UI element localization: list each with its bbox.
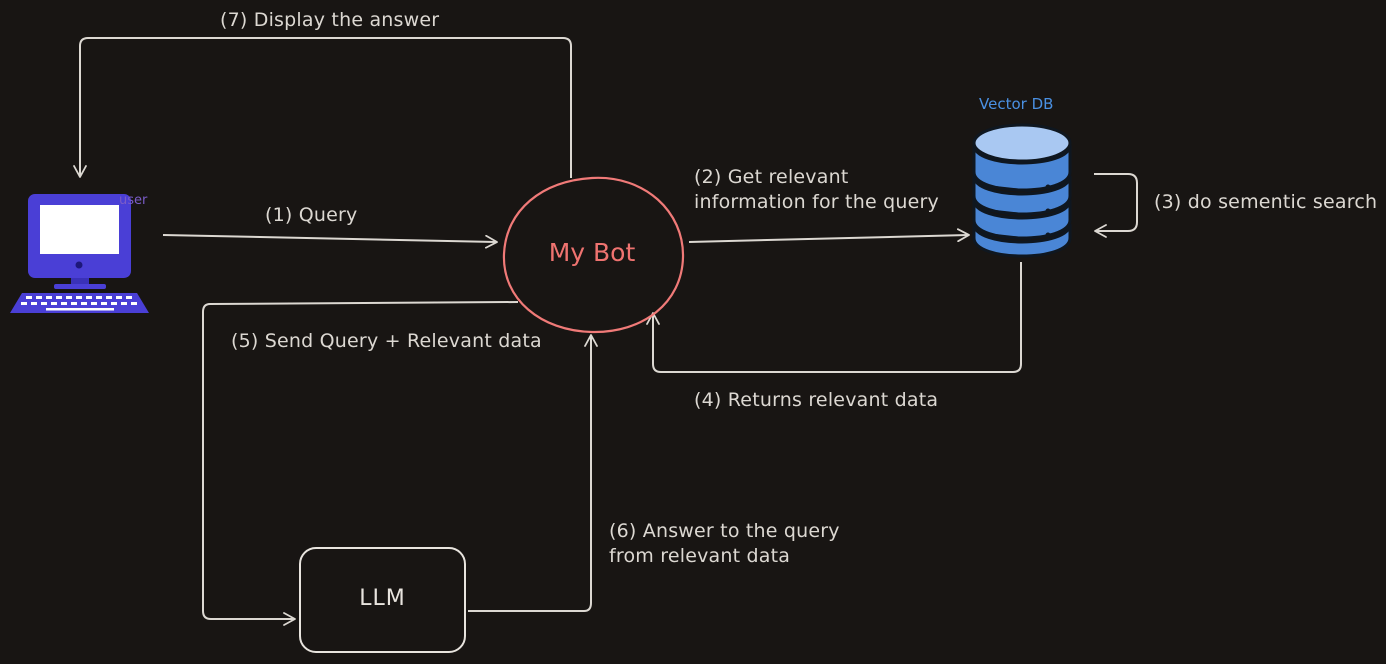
label-send-query: (5) Send Query + Relevant data <box>231 330 542 352</box>
llm-node <box>299 547 466 653</box>
label-display-answer: (7) Display the answer <box>220 9 440 31</box>
arrow-answer <box>468 334 598 612</box>
arrow-query <box>162 234 498 249</box>
database-icon <box>972 123 1072 258</box>
arrow-send-query <box>202 301 519 626</box>
label-answer-2: from relevant data <box>609 545 791 567</box>
label-semantic-search: (3) do sementic search <box>1154 191 1378 213</box>
label-returns-data: (4) Returns relevant data <box>694 389 939 411</box>
arrow-get-relevant <box>688 228 970 243</box>
llm-label: LLM <box>359 586 406 611</box>
user-label: user <box>119 193 148 208</box>
label-query: (1) Query <box>265 204 358 226</box>
vector-db-label: Vector DB <box>979 95 1054 113</box>
arrow-returns-data <box>646 262 1022 373</box>
label-answer-1: (6) Answer to the query <box>609 520 840 542</box>
arrow-display-answer <box>73 37 572 178</box>
arrow-semantic-search <box>1094 173 1138 238</box>
bot-label: My Bot <box>548 238 636 267</box>
label-get-relevant-2: information for the query <box>694 191 939 213</box>
label-get-relevant-1: (2) Get relevant <box>694 166 849 188</box>
computer-icon <box>10 194 149 313</box>
bot-node <box>502 176 685 334</box>
